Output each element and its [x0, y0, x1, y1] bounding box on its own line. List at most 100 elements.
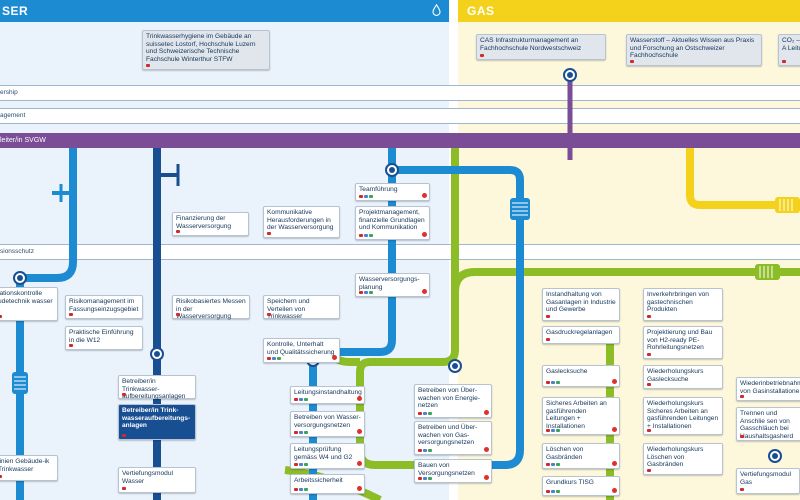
- course-c31-title: Leitungsprüfung gemäss W4 und G2: [294, 446, 353, 461]
- course-c7[interactable]: Finanzierung der Wasserversorgung: [172, 212, 249, 236]
- course-c6[interactable]: Projektmanagement, finanzielle Grundlage…: [355, 206, 430, 240]
- course-c28[interactable]: Wiederholungskurs Sicheres Arbeiten an g…: [643, 397, 723, 435]
- flag-fr-icon: [423, 449, 427, 452]
- course-c12[interactable]: Speichern und Verteilen von Trinkwasser: [263, 295, 340, 321]
- add-icon[interactable]: [357, 486, 362, 491]
- flag-de-icon: [647, 469, 651, 472]
- course-c33[interactable]: Wiederholungskurs Löschen von Gasbränden: [643, 443, 723, 475]
- flag-de-icon: [0, 475, 2, 478]
- course-c19[interactable]: Projektierung und Bau von H2-ready PE-Ro…: [643, 326, 723, 359]
- course-c31[interactable]: Leitungsprüfung gemäss W4 und G2: [290, 443, 365, 469]
- add-icon[interactable]: [357, 461, 362, 466]
- course-c6-title: Projektmanagement, finanzielle Grundlage…: [359, 209, 425, 232]
- course-c32-title: Löschen von Gasbränden: [546, 446, 584, 461]
- add-icon[interactable]: [484, 447, 489, 452]
- add-icon[interactable]: [422, 232, 427, 237]
- flag-fr-icon: [551, 381, 555, 384]
- flag-de-icon: [176, 230, 180, 233]
- course-c4-title: CO₂ – A Leitu: [782, 37, 800, 52]
- flag-de-icon: [546, 338, 550, 341]
- course-c17-title: Inverkehrbringen von gastechnischen Prod…: [647, 291, 709, 314]
- flag-it-icon: [428, 449, 432, 452]
- add-icon[interactable]: [612, 379, 617, 384]
- add-icon[interactable]: [484, 410, 489, 415]
- course-c10-title: Risikomanagement im Fassungseinzugsgebie…: [69, 298, 139, 313]
- band-leiter-label: leiter/in SVGW: [0, 137, 46, 144]
- course-c15[interactable]: Kontrolle, Unterhalt und Qualitätssicher…: [263, 338, 340, 363]
- course-c24[interactable]: Leitungsinstandhaltung: [290, 386, 365, 404]
- course-c30[interactable]: Betreiben und Über-wachen von Gas-versor…: [414, 421, 492, 455]
- course-c16[interactable]: Instandhaltung von Gasanlagen in Industr…: [542, 288, 620, 321]
- flag-de-icon: [647, 315, 651, 318]
- add-icon[interactable]: [357, 396, 362, 401]
- course-c22[interactable]: Betreiber/in Trinkwasser-aufbereitungsan…: [118, 375, 196, 401]
- course-c24-title: Leitungsinstandhaltung: [294, 389, 362, 396]
- course-c37[interactable]: Vertiefungsmodul Wasser: [118, 467, 196, 493]
- flag-it-icon: [304, 398, 308, 401]
- course-c22-title: Betreiber/in Trinkwasser-aufbereitungsan…: [122, 378, 186, 401]
- course-c27-title: Sicheres Arbeiten an gasführenden Leitun…: [546, 400, 607, 430]
- course-c23[interactable]: Betreiber/in Trink-wasseraufbereitungs-a…: [118, 404, 196, 440]
- course-c38-title: Arbeitssicherheit: [294, 477, 343, 484]
- add-icon[interactable]: [612, 488, 617, 493]
- course-c2-title: CAS Infrastrukturmanagement an Fachhochs…: [480, 37, 582, 52]
- course-c14[interactable]: Praktische Einführung in die W12: [65, 326, 143, 350]
- course-c39[interactable]: Grundkurs TISG: [542, 476, 620, 496]
- band-ership: ership: [0, 85, 800, 101]
- course-c21-title: Wiederholungskurs Gaslecksuche: [647, 368, 704, 383]
- flag-it-icon: [556, 381, 560, 384]
- band-agement: agement: [0, 108, 800, 124]
- course-c17[interactable]: Inverkehrbringen von gastechnischen Prod…: [643, 288, 723, 321]
- add-icon[interactable]: [612, 427, 617, 432]
- course-c11[interactable]: Risikobasiertes Messen in der Wasservers…: [172, 295, 250, 320]
- course-c32[interactable]: Löschen von Gasbränden: [542, 443, 620, 469]
- course-c5[interactable]: Teamführung: [355, 183, 430, 201]
- add-icon[interactable]: [484, 475, 489, 480]
- flag-fr-icon: [423, 412, 427, 415]
- flag-de-icon: [546, 381, 550, 384]
- course-c35[interactable]: Bauen von Versorgungsnetzen: [414, 459, 492, 483]
- flag-fr-icon: [364, 291, 368, 294]
- flag-de-icon: [294, 398, 298, 401]
- course-c35-title: Bauen von Versorgungsnetzen: [418, 462, 475, 477]
- flag-de-icon: [546, 490, 550, 493]
- course-c12-title: Speichern und Verteilen von Trinkwasser: [267, 298, 310, 321]
- course-c3[interactable]: Wasserstoff – Aktuelles Wissen aus Praxi…: [626, 34, 762, 66]
- course-c34[interactable]: Trennen und Anschlie sen von Gasschläuch…: [736, 407, 800, 441]
- course-c19-title: Projektierung und Bau von H2-ready PE-Ro…: [647, 329, 713, 352]
- add-icon[interactable]: [422, 193, 427, 198]
- course-c26[interactable]: Betreiben von Wasser-versorgungsnetzen: [290, 411, 365, 437]
- flag-it-icon: [304, 488, 308, 491]
- flag-fr-icon: [299, 488, 303, 491]
- course-c9[interactable]: Wasserversorgungs-planung: [355, 273, 430, 297]
- course-c9-title: Wasserversorgungs-planung: [359, 276, 420, 291]
- flag-de-icon: [69, 344, 73, 347]
- course-c38[interactable]: Arbeitssicherheit: [290, 474, 365, 494]
- course-c40[interactable]: Vertiefungsmodul Gas: [736, 468, 800, 494]
- add-icon[interactable]: [612, 461, 617, 466]
- add-icon[interactable]: [357, 429, 362, 434]
- course-c13[interactable]: lationskontrolle udetechnik wasser: [0, 287, 58, 321]
- flag-it-icon: [304, 431, 308, 434]
- course-c29[interactable]: Wiederinbetriebnahm von Gasinstallatione: [736, 377, 800, 401]
- flag-de-icon: [647, 353, 651, 356]
- add-icon[interactable]: [422, 289, 427, 294]
- band-ership-label: ership: [0, 89, 18, 96]
- course-c20[interactable]: Gaslecksuche: [542, 365, 620, 387]
- flag-it-icon: [369, 291, 373, 294]
- course-c28-title: Wiederholungskurs Sicheres Arbeiten an g…: [647, 400, 719, 430]
- course-c7-title: Finanzierung der Wasserversorgung: [176, 215, 232, 230]
- course-c10[interactable]: Risikomanagement im Fassungseinzugsgebie…: [65, 295, 143, 319]
- course-c8[interactable]: Kommunikative Herausforderungen in der W…: [263, 206, 340, 238]
- add-icon[interactable]: [332, 355, 337, 360]
- course-c4[interactable]: CO₂ – A Leitu: [778, 34, 800, 66]
- flag-de-icon: [122, 393, 126, 396]
- course-c25[interactable]: Betreiben von Über-wachen von Energie-ne…: [414, 384, 492, 418]
- course-c2[interactable]: CAS Infrastrukturmanagement an Fachhochs…: [476, 34, 606, 60]
- course-c27[interactable]: Sicheres Arbeiten an gasführenden Leitun…: [542, 397, 620, 435]
- course-c36[interactable]: linien Gebäude-ik Trinkwasser: [0, 455, 58, 481]
- course-c1[interactable]: Trinkwasserhygiene im Gebäude an suisset…: [142, 30, 270, 70]
- course-c21[interactable]: Wiederholungskurs Gaslecksuche: [643, 365, 723, 389]
- course-c18[interactable]: Gasdruckregelanlagen: [542, 326, 620, 344]
